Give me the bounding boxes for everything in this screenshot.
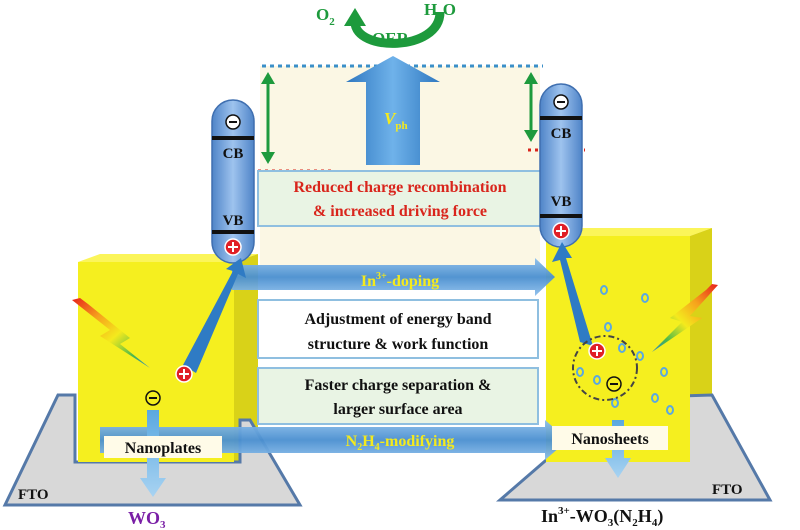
right-cb-label: CB: [551, 126, 572, 142]
adjust-line2: structure & work function: [308, 336, 489, 353]
nanosheets-label: Nanosheets: [571, 431, 648, 448]
left-hole-transfer-arrow: [183, 258, 246, 373]
reduced-recombination-box: [257, 170, 544, 227]
oer-label: OER: [372, 29, 410, 48]
wo3-label: WO3: [128, 508, 166, 530]
adjustment-box: [257, 299, 539, 359]
vph-arrow: [346, 56, 440, 165]
right-green-arrowhead-down: [524, 130, 538, 142]
in-wo3-n2h4-label: In3+-WO3(N2H4): [541, 505, 663, 529]
in-doping-arrow: [232, 258, 555, 296]
nanosheets-label-bg: [552, 426, 668, 450]
left-cb-label: CB: [223, 146, 244, 162]
right-green-arrowhead-up: [524, 72, 538, 84]
left-vb-label: VB: [223, 213, 244, 229]
vph-label: Vph: [384, 109, 408, 132]
left-light-bolt-icon: [72, 298, 150, 368]
charge-separation-circle: [572, 335, 638, 401]
right-block-top: [546, 228, 712, 236]
faster-line2: larger surface area: [333, 401, 462, 418]
left-green-arrowhead-down: [261, 152, 275, 164]
bubbles: [576, 285, 674, 440]
o2-label: O2: [316, 5, 335, 28]
left-band-capsule: [211, 99, 255, 264]
faster-charge-box: [257, 367, 539, 425]
reduced-line1: Reduced charge recombination: [293, 179, 506, 196]
adjust-line1: Adjustment of energy band: [304, 311, 491, 328]
h2o-label: H2O: [424, 0, 456, 23]
right-hole-transfer-arrow: [552, 242, 593, 346]
left-block-top: [78, 254, 258, 262]
n2h4-label: N2H4-modifying: [346, 433, 455, 453]
right-vb-label: VB: [551, 194, 572, 210]
left-block-side: [234, 254, 258, 462]
left-fto-label: FTO: [18, 487, 49, 503]
left-fto-substrate: [2, 393, 303, 507]
right-light-bolt-icon: [652, 284, 718, 352]
faster-line1: Faster charge separation &: [305, 377, 492, 394]
oer-arrowhead: [344, 8, 366, 26]
right-fto-label: FTO: [712, 482, 743, 498]
reduced-line2: & increased driving force: [313, 203, 487, 220]
nanoplates-label-bg: [104, 436, 222, 458]
in-doping-label: In3+-doping: [361, 271, 439, 290]
oer-curve-arrow: [350, 11, 445, 48]
left-green-arrowhead-up: [261, 72, 275, 84]
nanoplates-label: Nanoplates: [125, 440, 201, 457]
